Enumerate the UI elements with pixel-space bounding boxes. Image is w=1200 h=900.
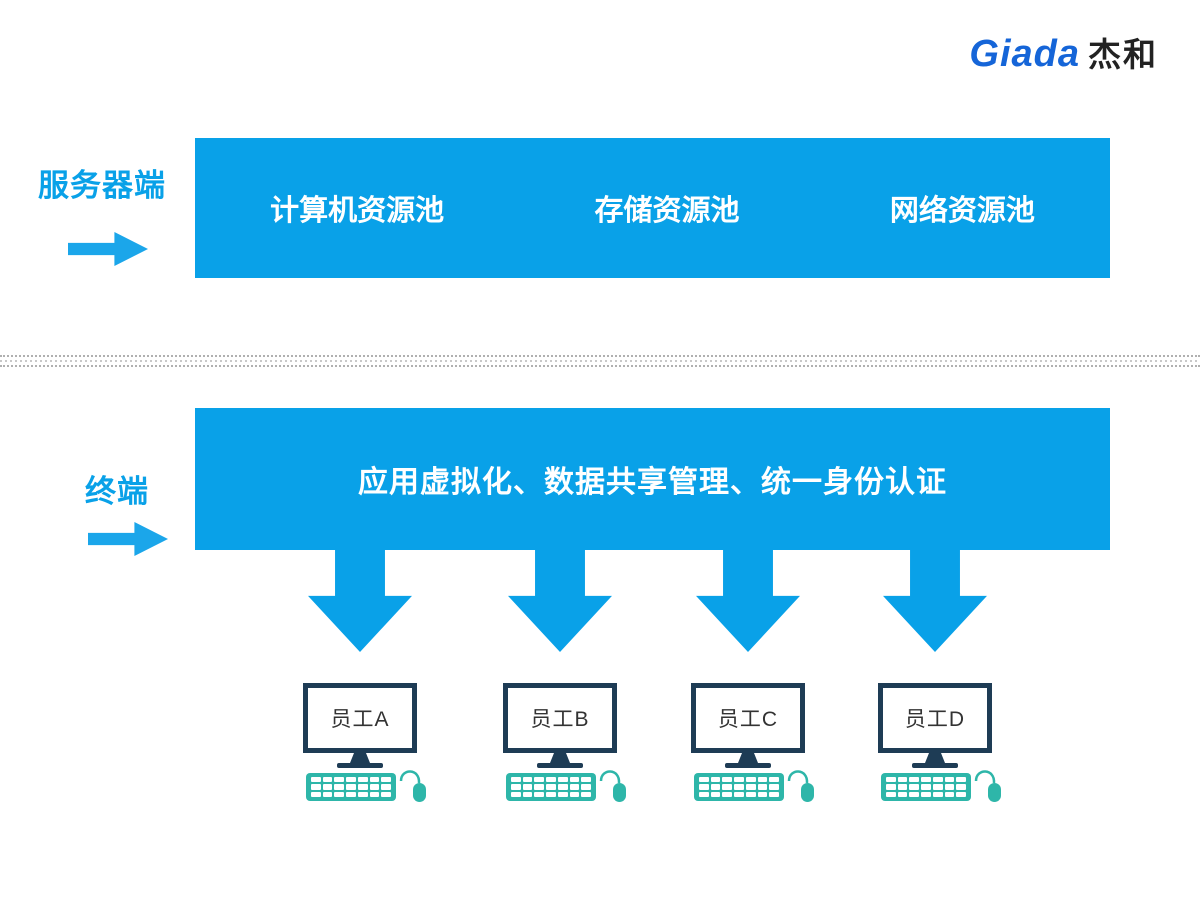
pool-storage-label: 存储资源池 [594,195,740,227]
pool-network-label: 网络资源池 [889,195,1035,227]
keyboard-keys [311,777,391,797]
workstation-label: 员工D [904,708,966,731]
monitor-icon: 员工D [878,683,992,753]
monitor-base [725,763,771,768]
workstation-label: 员工C [717,708,779,731]
desk-row [694,770,816,807]
down-arrow-icon [696,550,800,652]
desk-row [306,770,428,807]
monitor-stand [550,753,570,763]
terminal-section-label: 终端 [85,474,149,509]
workstation-label: 员工B [530,708,590,731]
mouse-icon [974,770,1001,802]
workstation-label: 员工A [330,708,390,731]
mouse-icon [787,770,814,802]
monitor-stand [925,753,945,763]
monitor-stand [350,753,370,763]
workstation: 员工D [873,683,1001,807]
monitor-base [537,763,583,768]
desk-row [506,770,628,807]
keyboard-icon [694,773,784,801]
server-section-label: 服务器端 [38,168,166,203]
brand-logo: Giada 杰和 [969,28,1158,76]
terminal-banner: 应用虚拟化、数据共享管理、统一身份认证 [195,408,1110,550]
monitor-icon: 员工C [691,683,805,753]
terminal-right-arrow-icon [88,522,168,556]
server-pool-banner: 计算机资源池 存储资源池 网络资源池 [195,138,1110,278]
brand-logo-text: Giada [969,33,1080,75]
down-arrow-icon [883,550,987,652]
monitor-stand [738,753,758,763]
monitor-base [912,763,958,768]
keyboard-keys [511,777,591,797]
brand-logo-cn-text: 杰和 [1088,36,1158,73]
keyboard-icon [306,773,396,801]
down-arrow-icon [308,550,412,652]
monitor-icon: 员工B [503,683,617,753]
keyboard-icon [881,773,971,801]
workstation: 员工A [298,683,426,807]
mouse-icon [399,770,426,802]
mouse-icon [599,770,626,802]
keyboard-keys [886,777,966,797]
keyboard-icon [506,773,596,801]
desk-row [881,770,1003,807]
down-arrow-icon [508,550,612,652]
workstation: 员工B [498,683,626,807]
workstation: 员工C [686,683,814,807]
monitor-icon: 员工A [303,683,417,753]
terminal-banner-text: 应用虚拟化、数据共享管理、统一身份认证 [358,466,947,499]
server-right-arrow-icon [68,232,148,266]
pool-compute-label: 计算机资源池 [270,195,445,227]
dotted-divider [0,355,1200,367]
keyboard-keys [699,777,779,797]
monitor-base [337,763,383,768]
